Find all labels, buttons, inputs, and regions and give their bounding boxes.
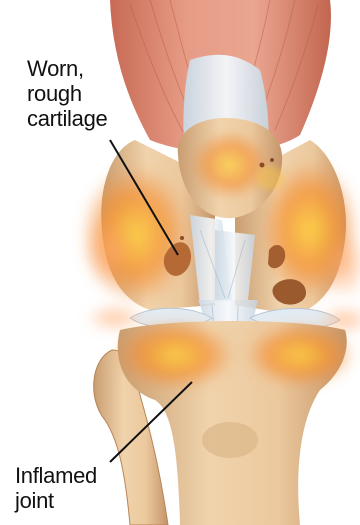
joint-label-line: joint <box>15 488 97 513</box>
cartilage-label-line: rough <box>27 81 107 106</box>
cartilage-label-line: Worn, <box>27 56 107 81</box>
inflamed-joint-label: Inflamed joint <box>15 463 97 513</box>
joint-label-line: Inflamed <box>15 463 97 488</box>
worn-cartilage-label: Worn, rough cartilage <box>27 56 107 131</box>
cartilage-label-line: cartilage <box>27 106 107 131</box>
